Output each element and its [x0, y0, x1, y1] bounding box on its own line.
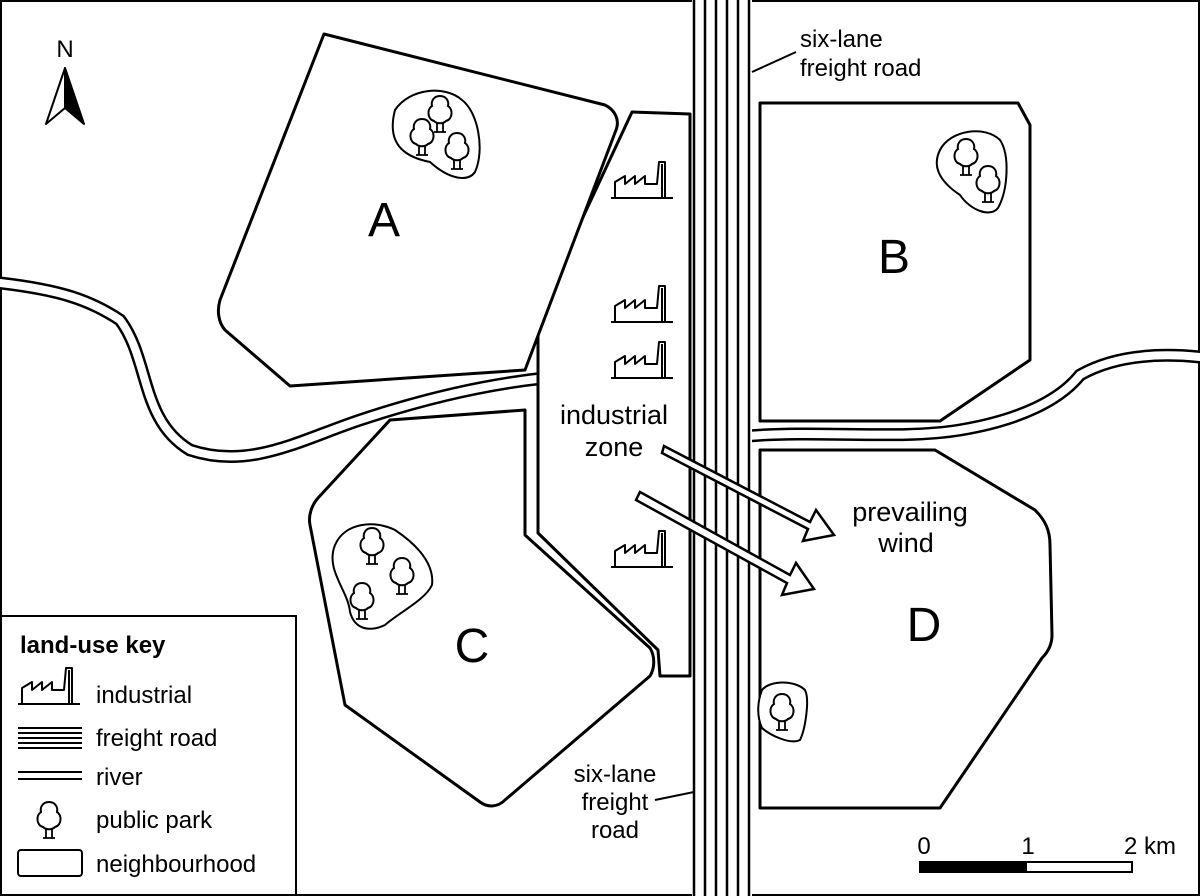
key-item-river: river	[96, 764, 143, 791]
park-c	[331, 523, 434, 630]
park-d	[757, 681, 809, 743]
key-item-industrial: industrial	[96, 682, 192, 709]
scale-bar: 0 1 2 km	[917, 833, 1176, 873]
neighbourhood-a	[216, 32, 619, 388]
scale-tick-0: 0	[917, 833, 930, 860]
freight-road-symbol	[18, 727, 82, 749]
neighbourhood-d	[758, 448, 1054, 810]
road-bottom-leader	[654, 791, 695, 801]
industrial-zone-label-line2: zone	[585, 432, 644, 462]
north-label: N	[56, 36, 73, 63]
park-b	[935, 130, 1008, 214]
land-use-key: land-use key industrial freight road riv…	[0, 615, 297, 896]
road-top-label-line1: six-lane	[800, 26, 883, 53]
road-top-label-line2: freight road	[800, 55, 921, 82]
wind-arrows	[634, 444, 837, 597]
key-item-neighbourhood: neighbourhood	[96, 851, 256, 878]
road-top-leader	[751, 51, 797, 73]
neighbourhood-label-a: A	[368, 194, 400, 247]
north-arrow: N	[45, 36, 85, 125]
key-item-public-park: public park	[96, 807, 213, 834]
industrial-zone-label-line1: industrial	[560, 400, 668, 430]
wind-label-line1: prevailing	[852, 497, 968, 527]
wind-arrow	[660, 444, 837, 543]
park-a	[391, 89, 481, 179]
road-bottom-label-line3: road	[591, 817, 639, 844]
key-title: land-use key	[20, 632, 166, 659]
neighbourhood-symbol	[17, 849, 83, 877]
river	[0, 276, 1200, 464]
neighbourhood-label-d: D	[907, 599, 942, 652]
river-symbol	[18, 771, 82, 780]
road-bottom-label-line1: six-lane	[574, 761, 657, 788]
neighbourhood-label-c: C	[455, 620, 490, 673]
scale-tick-2: 2 km	[1124, 833, 1176, 860]
wind-arrow	[634, 490, 817, 597]
neighbourhood-label-b: B	[878, 231, 910, 284]
neighbourhood-c	[308, 408, 656, 808]
key-item-freight-road: freight road	[96, 725, 217, 752]
freight-road	[692, 0, 752, 896]
road-bottom-label-line2: freight	[582, 789, 649, 816]
wind-label-line2: wind	[877, 528, 934, 558]
scale-tick-1: 1	[1021, 833, 1034, 860]
